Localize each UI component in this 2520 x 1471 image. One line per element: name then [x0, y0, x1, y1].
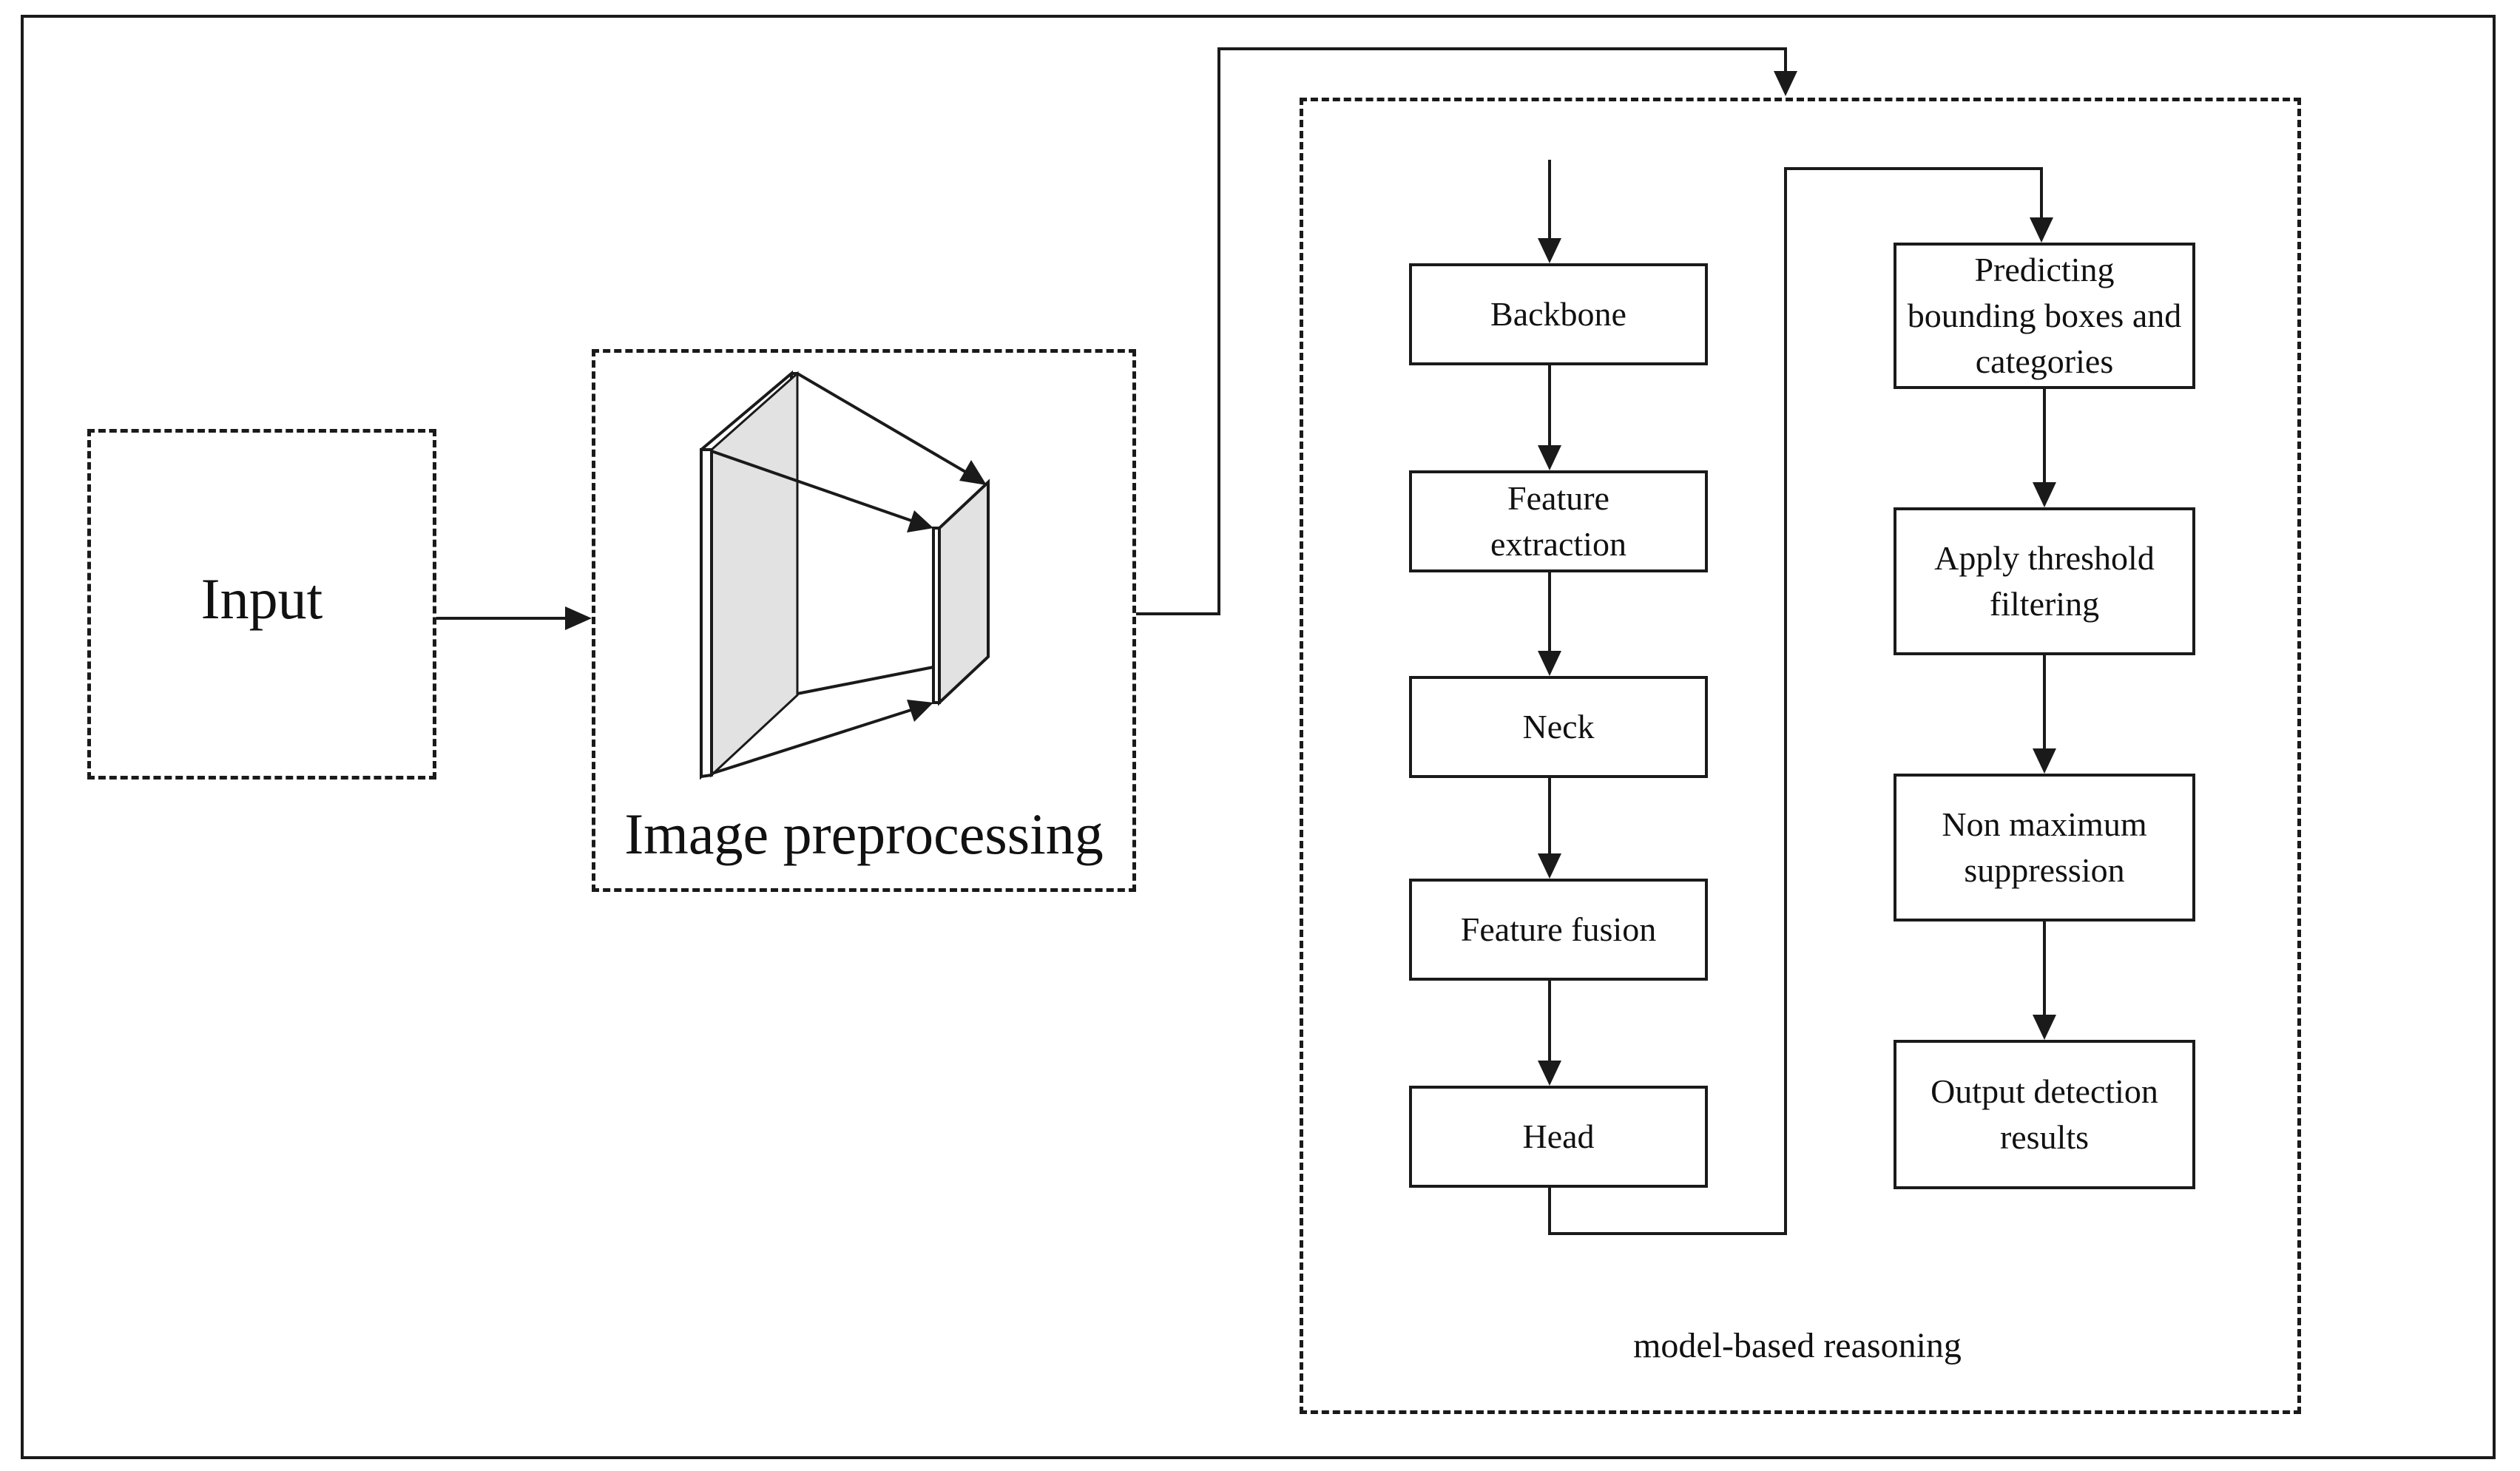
arrow-entry-to-backbone [1538, 160, 1561, 263]
arrow-feature-fusion-to-head [1538, 981, 1561, 1086]
output-results-box: Output detection results [1894, 1040, 2195, 1189]
backbone-box: Backbone [1409, 263, 1708, 365]
head-box: Head [1409, 1086, 1708, 1188]
input-label: Input [200, 567, 323, 631]
arrow-neck-to-feature-fusion [1538, 778, 1561, 879]
feature-extraction-box: Feature extraction [1409, 470, 1708, 572]
neck-box: Neck [1409, 676, 1708, 778]
arrow-nms-to-output [2033, 922, 2056, 1040]
preprocessing-box [592, 349, 1136, 892]
model-reasoning-label: model-based reasoning [1633, 1326, 1962, 1365]
model-reasoning-box [1300, 98, 2301, 1414]
arrow-head-to-predicting [1548, 167, 2053, 1235]
arrow-threshold-to-nms [2033, 655, 2056, 774]
arrow-backbone-to-feature-extraction [1538, 365, 1561, 470]
predicting-box: Predicting bounding boxes and categories [1894, 243, 2195, 389]
arrow-feature-extraction-to-neck [1538, 572, 1561, 676]
arrow-preprocessing-to-model [1136, 47, 1797, 615]
feature-fusion-box: Feature fusion [1409, 879, 1708, 981]
nms-box: Non maximum suppression [1894, 774, 2195, 922]
outer-frame [21, 15, 2496, 1459]
input-box [87, 429, 436, 780]
frustum-icon [700, 370, 990, 780]
arrow-input-to-preprocessing [436, 606, 592, 630]
arrow-predicting-to-threshold [2033, 389, 2056, 507]
preprocessing-label: Image preprocessing [624, 802, 1104, 866]
threshold-filtering-box: Apply threshold filtering [1894, 507, 2195, 655]
